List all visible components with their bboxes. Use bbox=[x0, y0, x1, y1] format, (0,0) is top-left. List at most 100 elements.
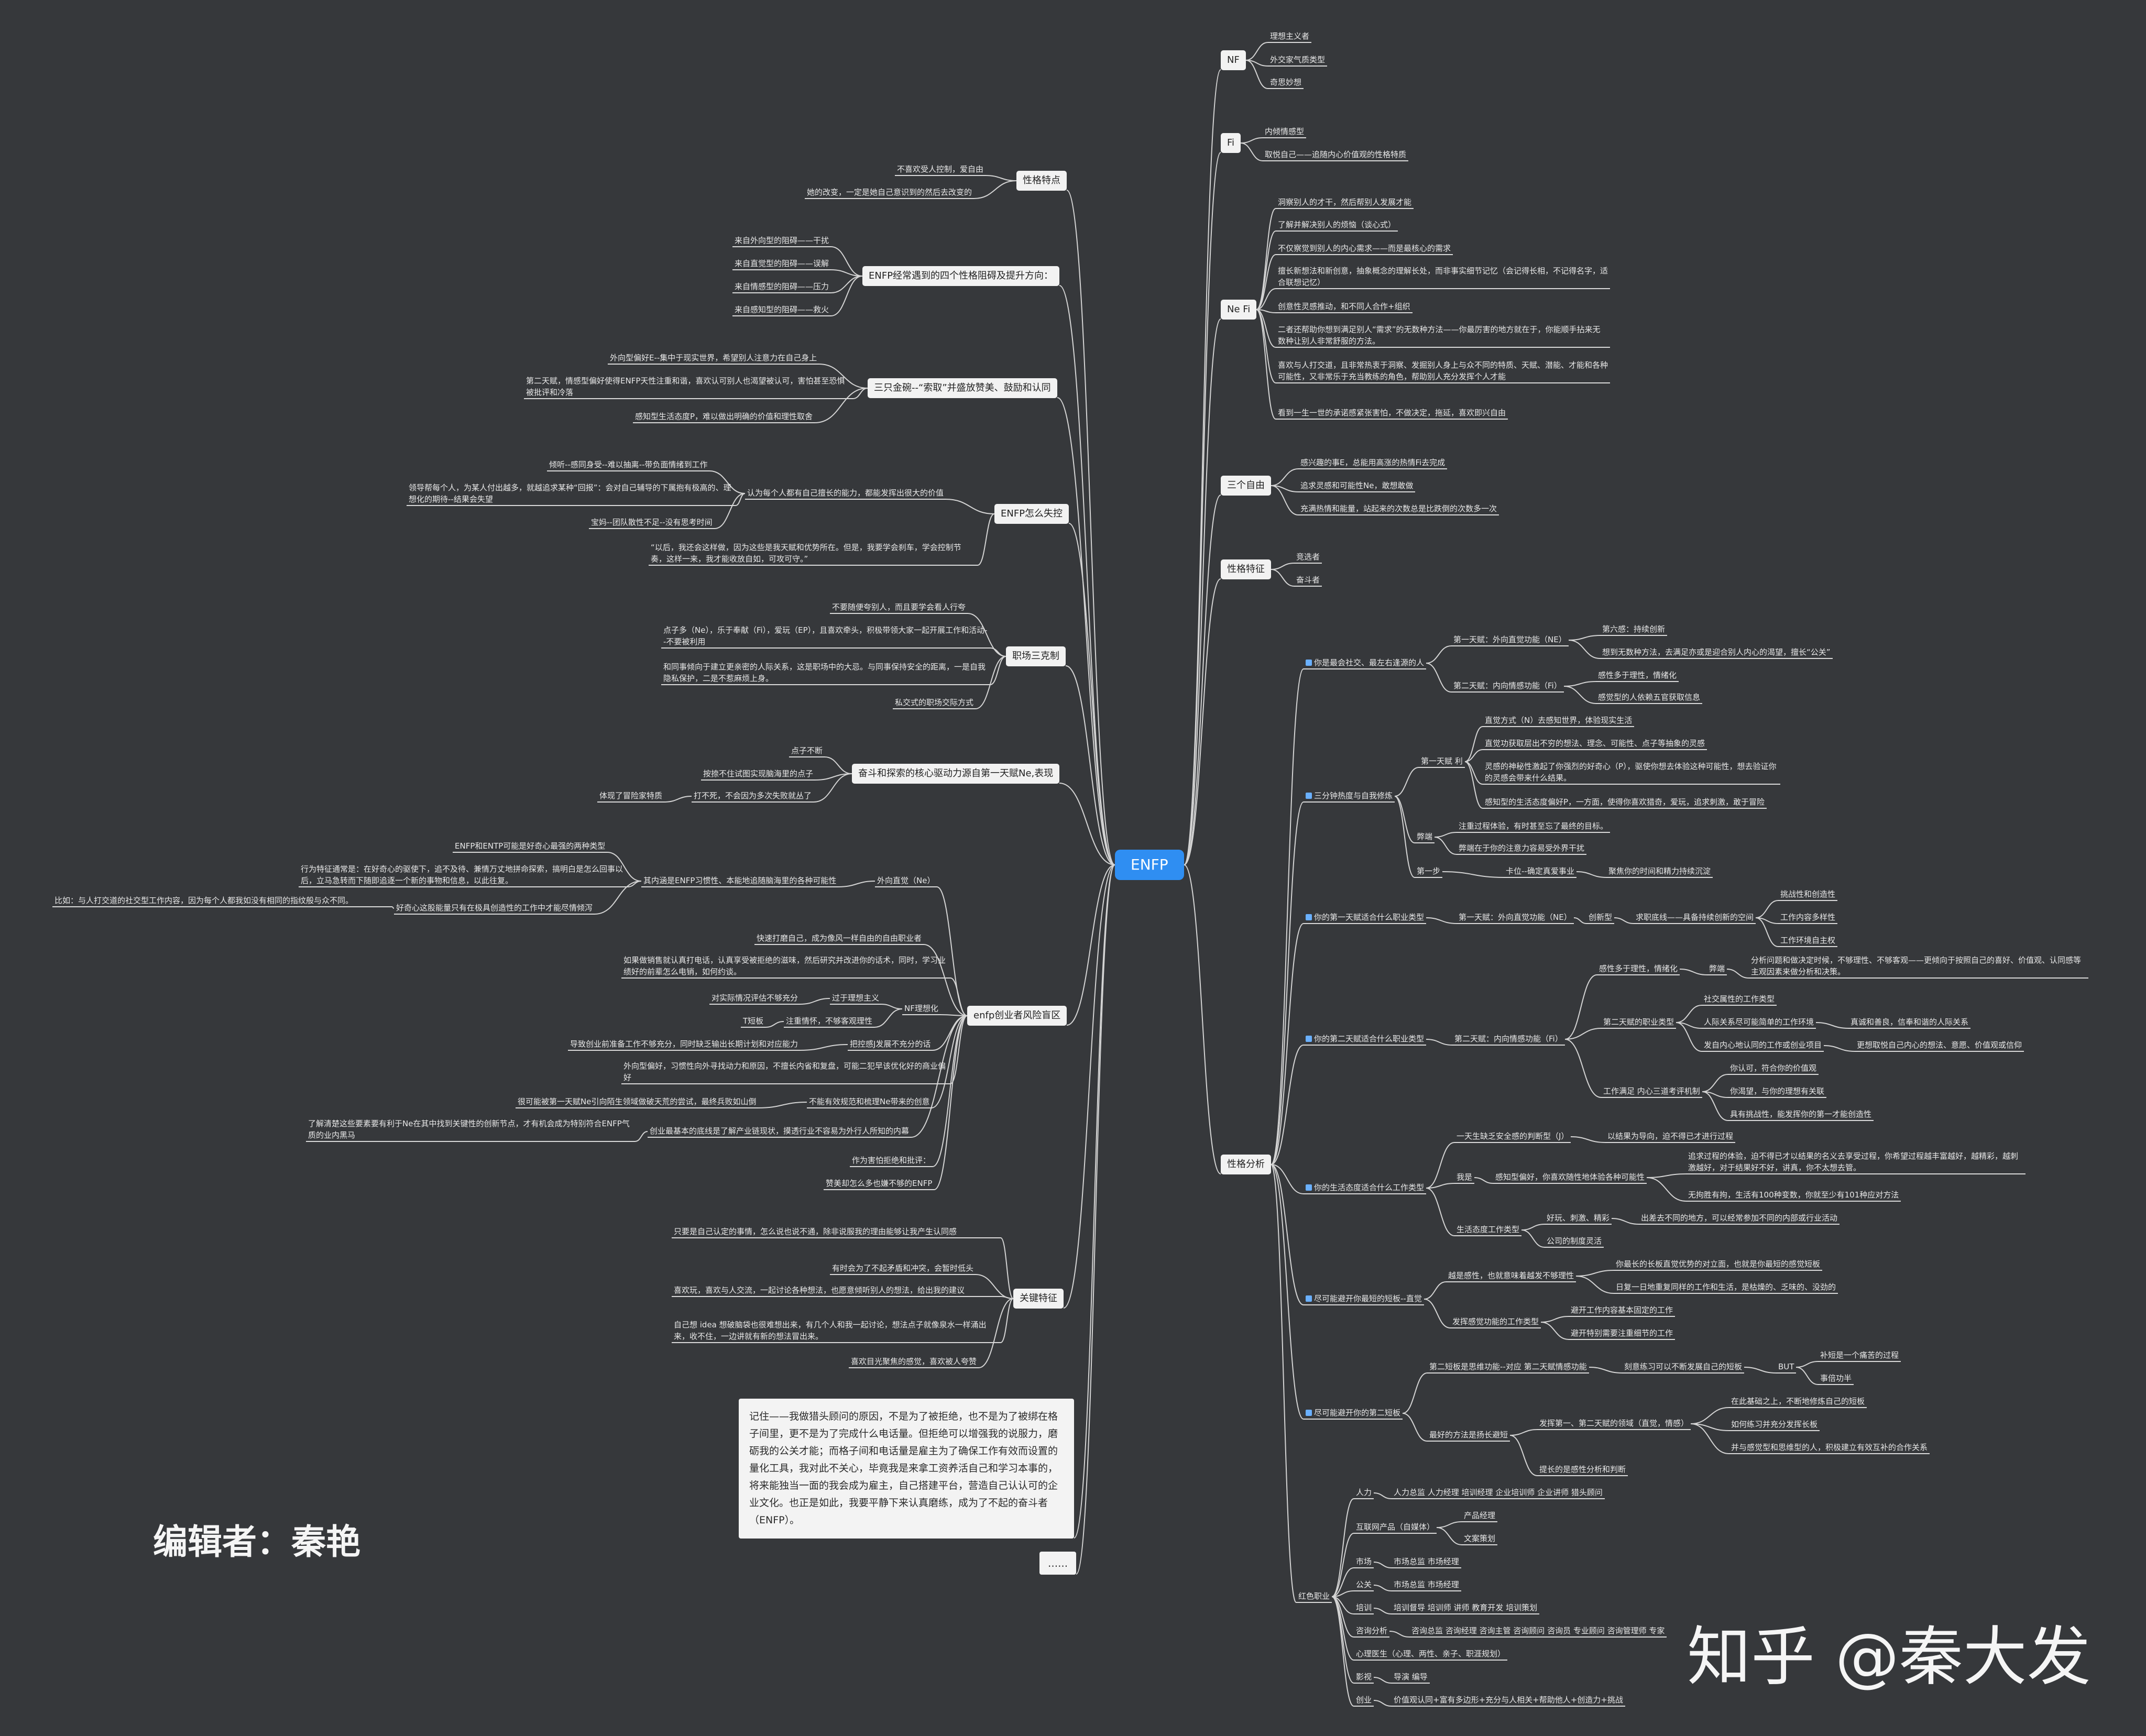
branch-four-obstacles[interactable]: ENFP经常遇到的四个性格阻碍及提升方向： bbox=[862, 266, 1060, 286]
leaf-nefi-5: 二者还帮助你想到满足别人“需求”的无数种方法——你最厉害的地方就在于，你能顺手拈… bbox=[1276, 324, 1610, 348]
connector-line-134 bbox=[977, 513, 995, 566]
connector-line-124 bbox=[985, 175, 1017, 181]
center-node-enfp[interactable]: ENFP bbox=[1115, 850, 1184, 880]
connector-line-60 bbox=[1726, 969, 1749, 979]
connector-line-164 bbox=[911, 1015, 968, 1138]
connector-line-152 bbox=[923, 944, 968, 1016]
connector-line-150 bbox=[594, 881, 642, 915]
connector-line-82 bbox=[1575, 1276, 1614, 1294]
a4-c2-1: 人际关系尽可能简单的工作环境 bbox=[1702, 1016, 1816, 1029]
b7-ne-0: ENFP和ENTP可能是好奇心最强的两种类型 bbox=[453, 840, 608, 853]
b2-item-3: 来自感知型的阻碍——救火 bbox=[732, 304, 831, 316]
connector-line-41 bbox=[1464, 726, 1483, 762]
zhihu-watermark: 知乎 @秦大发 bbox=[1687, 1620, 2091, 1694]
a2-g1-0: 直觉方式（N）去感知世界，体验现实生活 bbox=[1483, 715, 1635, 727]
analysis-red-careers[interactable]: 红色职业 bbox=[1296, 1590, 1332, 1603]
a2-g2-0: 注重过程体验，有时甚至忘了最终的目标。 bbox=[1457, 820, 1611, 833]
leaf-nefi-7: 看到一生一世的承诺感紧张害怕，不做决定，拖延，喜欢即兴自由 bbox=[1276, 407, 1508, 420]
connector-line-161 bbox=[950, 1015, 968, 1084]
leaf-nefi-6: 喜欢与人打交道，且非常热衷于洞察、发掘别人身上与众不同的特质、天赋、潜能、才能和… bbox=[1276, 359, 1610, 383]
career-val-5: 咨询总监 咨询经理 咨询主管 咨询顾问 咨询员 专业顾问 咨询管理师 专家 bbox=[1409, 1625, 1667, 1638]
connector-line-94 bbox=[1690, 1423, 1729, 1431]
connector-line-108 bbox=[1373, 1562, 1392, 1568]
a1-first-talent-b: 想到无数种方法，去满足亦或是迎合别人内心的渴望，擅长“公关” bbox=[1600, 646, 1833, 659]
analysis-shortest-board[interactable]: 尽可能避开你最短的短板--直觉 bbox=[1304, 1293, 1424, 1305]
a6-e2-1: 避开特别需要注重细节的工作 bbox=[1569, 1327, 1676, 1340]
a3-b1: 第一天赋：外向直觉功能（NE） bbox=[1457, 911, 1574, 924]
connector-line-49 bbox=[1426, 917, 1457, 924]
branch-three-golden-bowls[interactable]: 三只金碗--“索取”并盛放赞美、鼓励和认同 bbox=[868, 378, 1057, 398]
connector-line-88 bbox=[1744, 1367, 1777, 1374]
b1-item-0: 不喜欢受人控制，爱自由 bbox=[895, 163, 986, 176]
connector-line-28 bbox=[1271, 1164, 1304, 1194]
a6-e1: 越是感性，也就意味着越发不够理性 bbox=[1446, 1270, 1576, 1282]
branch-personality-traits[interactable]: 性格特点 bbox=[1016, 171, 1067, 191]
a2-first-step: 第一步 bbox=[1415, 865, 1443, 878]
branch-workplace-restraints[interactable]: 职场三克制 bbox=[1006, 646, 1066, 666]
a5-d3c: 公司的制度灵活 bbox=[1545, 1235, 1604, 1248]
branch-out-of-control[interactable]: ENFP怎么失控 bbox=[994, 504, 1069, 524]
b7-ne-1: 行为特征通常是：在好奇心的驱使下，追不及待、兼情万丈地拼命探索，搞明白是怎么回事… bbox=[299, 863, 628, 887]
connector-line-57 bbox=[1564, 1028, 1602, 1040]
analysis-first-talent-career[interactable]: 你的第一天赋适合什么职业类型 bbox=[1304, 911, 1427, 924]
leaf-nefi-2: 不仅察觉到别人的内心需求——而是最核心的需求 bbox=[1276, 243, 1453, 255]
connector-line-1 bbox=[1184, 152, 1221, 865]
connector-line-75 bbox=[1646, 1177, 1687, 1202]
b7-i2-7: 作为害怕拒绝和批评： bbox=[850, 1155, 933, 1167]
branch-key-features[interactable]: 关键特征 bbox=[1013, 1289, 1064, 1309]
connector-line-158 bbox=[765, 1021, 784, 1028]
branch-ne-fi[interactable]: Ne Fi bbox=[1221, 300, 1257, 320]
a3-b3: 求职底线——具备持续创新的空间 bbox=[1634, 911, 1756, 924]
career-val-0: 人力总监 人力经理 培训经理 企业培训师 企业讲师 猎头顾问 bbox=[1392, 1487, 1605, 1499]
b7-i2-0: 导致创业前准备工作不够充分，同时缺乏输出长期计划和对应能力 bbox=[568, 1038, 801, 1051]
branch-founder-risk[interactable]: enfp创业者风险盲区 bbox=[967, 1006, 1067, 1026]
connector-line-43 bbox=[1464, 761, 1483, 785]
analysis-life-attitude-career[interactable]: 你的生活态度适合什么工作类型 bbox=[1304, 1182, 1427, 1194]
connector-line-111 bbox=[1389, 1631, 1410, 1638]
branch-fi[interactable]: Fi bbox=[1221, 133, 1241, 153]
editor-credit: 编辑者：秦艳 bbox=[153, 1522, 360, 1562]
branch-core-drive[interactable]: 奋斗和探索的核心驱动力源自第一天赋Ne,表现 bbox=[852, 764, 1060, 784]
connector-line-72 bbox=[1570, 1136, 1606, 1143]
branch-nf[interactable]: NF bbox=[1221, 50, 1246, 70]
branch-three-freedoms[interactable]: 三个自由 bbox=[1221, 476, 1271, 496]
connector-line-132 bbox=[814, 388, 868, 423]
b7-i2-3: 很可能被第一天赋Ne引向陌生领域做破天荒的尝试，最终兵败如山倒 bbox=[516, 1096, 759, 1108]
a6-e2-0: 避开工作内容基本固定的工作 bbox=[1569, 1304, 1676, 1317]
connector-line-37 bbox=[1563, 686, 1596, 704]
connector-line-98 bbox=[1331, 1567, 1354, 1597]
connector-line-3 bbox=[1184, 495, 1221, 865]
connector-line-70 bbox=[1426, 1183, 1455, 1189]
analysis-second-short-board[interactable]: 尽可能避开你的第二短板 bbox=[1304, 1407, 1403, 1420]
b7-nf: NF理想化 bbox=[902, 1003, 940, 1015]
connector-line-117 bbox=[1068, 523, 1115, 865]
connector-line-18 bbox=[1256, 309, 1276, 420]
branch-traits[interactable]: 性格特征 bbox=[1221, 559, 1271, 579]
connector-line-30 bbox=[1271, 1164, 1304, 1420]
connector-line-6 bbox=[1245, 42, 1268, 61]
branch-analysis[interactable]: 性格分析 bbox=[1221, 1155, 1271, 1174]
analysis-social[interactable]: 你是最会社交、最左右逢源的人 bbox=[1304, 657, 1427, 669]
connector-line-38 bbox=[1394, 767, 1419, 797]
connector-line-55 bbox=[1426, 1039, 1453, 1046]
b1-item-1: 她的改变，一定是她自己意识到的然后去改变的 bbox=[805, 186, 975, 199]
a5-d1: 一天生缺乏安全感的判断型（J） bbox=[1454, 1130, 1571, 1143]
connector-line-25 bbox=[1271, 801, 1304, 1165]
b7-i2-4: 不能有效规范和梳理Ne带来的创意 bbox=[807, 1096, 932, 1108]
analysis-second-talent-career[interactable]: 你的第二天赋适合什么职业类型 bbox=[1304, 1033, 1427, 1046]
career-val-8: 价值观认同+富有多边形+充分与人相关+帮助他人+创造力+挑战 bbox=[1392, 1694, 1625, 1707]
connector-line-56 bbox=[1564, 974, 1597, 1040]
analysis-three-minutes[interactable]: 三分钟热度与自我修炼 bbox=[1304, 790, 1395, 803]
connector-line-92 bbox=[1509, 1435, 1538, 1476]
connector-line-113 bbox=[1373, 1700, 1392, 1707]
more-node[interactable]: ...... bbox=[1039, 1552, 1077, 1575]
a7-f1b: 刻意练习可以不断发展自己的短板 bbox=[1622, 1361, 1745, 1374]
connector-line-79 bbox=[1424, 1281, 1447, 1300]
a7-f1-1: 事倍功半 bbox=[1818, 1372, 1854, 1385]
connector-line-12 bbox=[1256, 230, 1276, 310]
a3-item-0: 挑战性和创造性 bbox=[1778, 888, 1838, 901]
connector-line-144 bbox=[813, 773, 852, 803]
a1-second-talent: 第二天赋：内向情感功能（Fi） bbox=[1451, 680, 1564, 693]
leaf-nefi-0: 洞察别人的才干，然后帮别人发展才能 bbox=[1276, 196, 1414, 209]
b8-item-2: 喜欢玩，喜欢与人交流，一起讨论各种想法，也愿意倾听别人的想法，给出我的建议 bbox=[672, 1284, 1001, 1297]
